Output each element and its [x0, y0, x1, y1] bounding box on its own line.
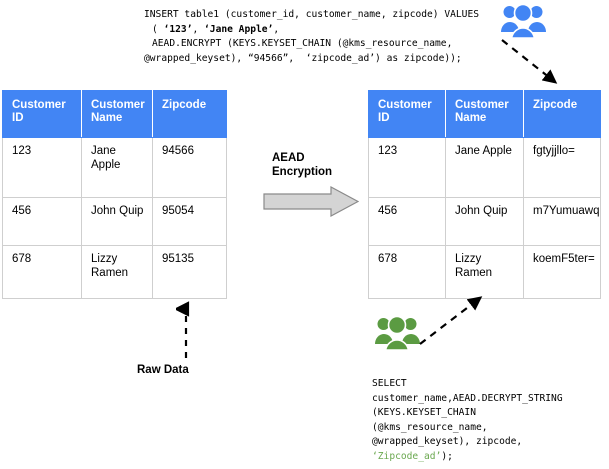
insert-query-line-3: AEAD.ENCRYPT (KEYS.KEYSET_CHAIN (@kms_re…: [152, 38, 453, 50]
table-row: 123 Jane Apple fgtyjjllo=: [368, 137, 601, 198]
select-query-line-3: (KEYS.KEYSET_CHAIN: [372, 407, 476, 419]
cell-zipcode: m7Yumuawqry: [523, 197, 601, 246]
people-group-icon-select: [374, 314, 420, 352]
insert-query-line-4: @wrapped_keyset), “94566”, ‘zipcode_ad’)…: [144, 53, 462, 65]
table-row: 456 John Quip m7Yumuawqry: [368, 197, 601, 246]
insert-line2-suffix: ,: [273, 23, 280, 35]
insert-line2-separator: ,: [192, 23, 205, 35]
cell-customer-name: Jane Apple: [81, 137, 153, 198]
raw-data-table: Customer ID Customer Name Zipcode 123 Ja…: [2, 90, 227, 299]
insert-line2-prefix: (: [152, 23, 164, 35]
column-header-customer-name: Customer Name: [81, 90, 153, 138]
block-arrow-right-icon: [263, 185, 360, 218]
raw-data-arrow: [173, 300, 196, 360]
insert-query-line-2: ( ‘123’, ‘Jane Apple’,: [144, 24, 279, 35]
select-query-line-6-tail: );: [441, 450, 453, 462]
cell-customer-id: 456: [2, 197, 82, 246]
insert-literal-customer-id: ‘123’: [163, 23, 193, 35]
select-query-text: SELECT customer_name,AEAD.DECRYPT_STRING…: [372, 377, 609, 465]
insert-query-line-1: INSERT table1 (customer_id, customer_nam…: [144, 9, 480, 20]
cell-customer-name: Lizzy Ramen: [445, 245, 524, 299]
column-header-zipcode: Zipcode: [523, 90, 601, 138]
aead-label-line-1: AEAD: [272, 152, 305, 164]
insert-flow-arrow: [500, 38, 566, 90]
cell-zipcode: koemF5ter=: [523, 245, 601, 299]
select-query-line-1: SELECT: [372, 378, 407, 389]
aead-encryption-label: AEAD Encryption: [272, 152, 332, 179]
column-header-customer-name: Customer Name: [445, 90, 524, 138]
table-header-row: Customer ID Customer Name Zipcode: [2, 90, 227, 138]
cell-customer-name: Lizzy Ramen: [81, 245, 153, 299]
table-row: 123 Jane Apple 94566: [2, 137, 227, 198]
cell-zipcode: 95135: [152, 245, 227, 299]
column-header-customer-id: Customer ID: [368, 90, 446, 138]
cell-customer-id: 678: [2, 245, 82, 299]
table-row: 456 John Quip 95054: [2, 197, 227, 246]
cell-customer-id: 123: [2, 137, 82, 198]
select-query-line-4: (@kms_resource_name,: [372, 421, 488, 433]
raw-data-caption: Raw Data: [137, 364, 189, 376]
column-header-customer-id: Customer ID: [2, 90, 82, 138]
insert-literal-customer-name: ‘Jane Apple’: [204, 23, 274, 35]
table-row: 678 Lizzy Ramen 95135: [2, 245, 227, 299]
select-query-line-5: @wrapped_keyset), zipcode,: [372, 436, 523, 448]
cell-customer-id: 678: [368, 245, 446, 299]
select-flow-arrow: [418, 292, 490, 346]
cell-zipcode: 95054: [152, 197, 227, 246]
cell-customer-name: John Quip: [445, 197, 524, 246]
select-literal-zipcode-ad: ‘Zipcode_ad’: [372, 450, 442, 462]
insert-query-text: INSERT table1 (customer_id, customer_nam…: [144, 8, 504, 67]
aead-label-line-2: Encryption: [272, 165, 333, 178]
people-group-icon-insert: [500, 2, 546, 40]
table-header-row: Customer ID Customer Name Zipcode: [368, 90, 601, 138]
cell-zipcode: 94566: [152, 137, 227, 198]
cell-customer-name: John Quip: [81, 197, 153, 246]
column-header-zipcode: Zipcode: [152, 90, 227, 138]
cell-customer-id: 456: [368, 197, 446, 246]
table-row: 678 Lizzy Ramen koemF5ter=: [368, 245, 601, 299]
cell-customer-name: Jane Apple: [445, 137, 524, 198]
select-query-line-2: customer_name,AEAD.DECRYPT_STRING: [372, 392, 563, 404]
cell-customer-id: 123: [368, 137, 446, 198]
encrypted-data-table: Customer ID Customer Name Zipcode 123 Ja…: [368, 90, 601, 299]
cell-zipcode: fgtyjjllo=: [523, 137, 601, 198]
